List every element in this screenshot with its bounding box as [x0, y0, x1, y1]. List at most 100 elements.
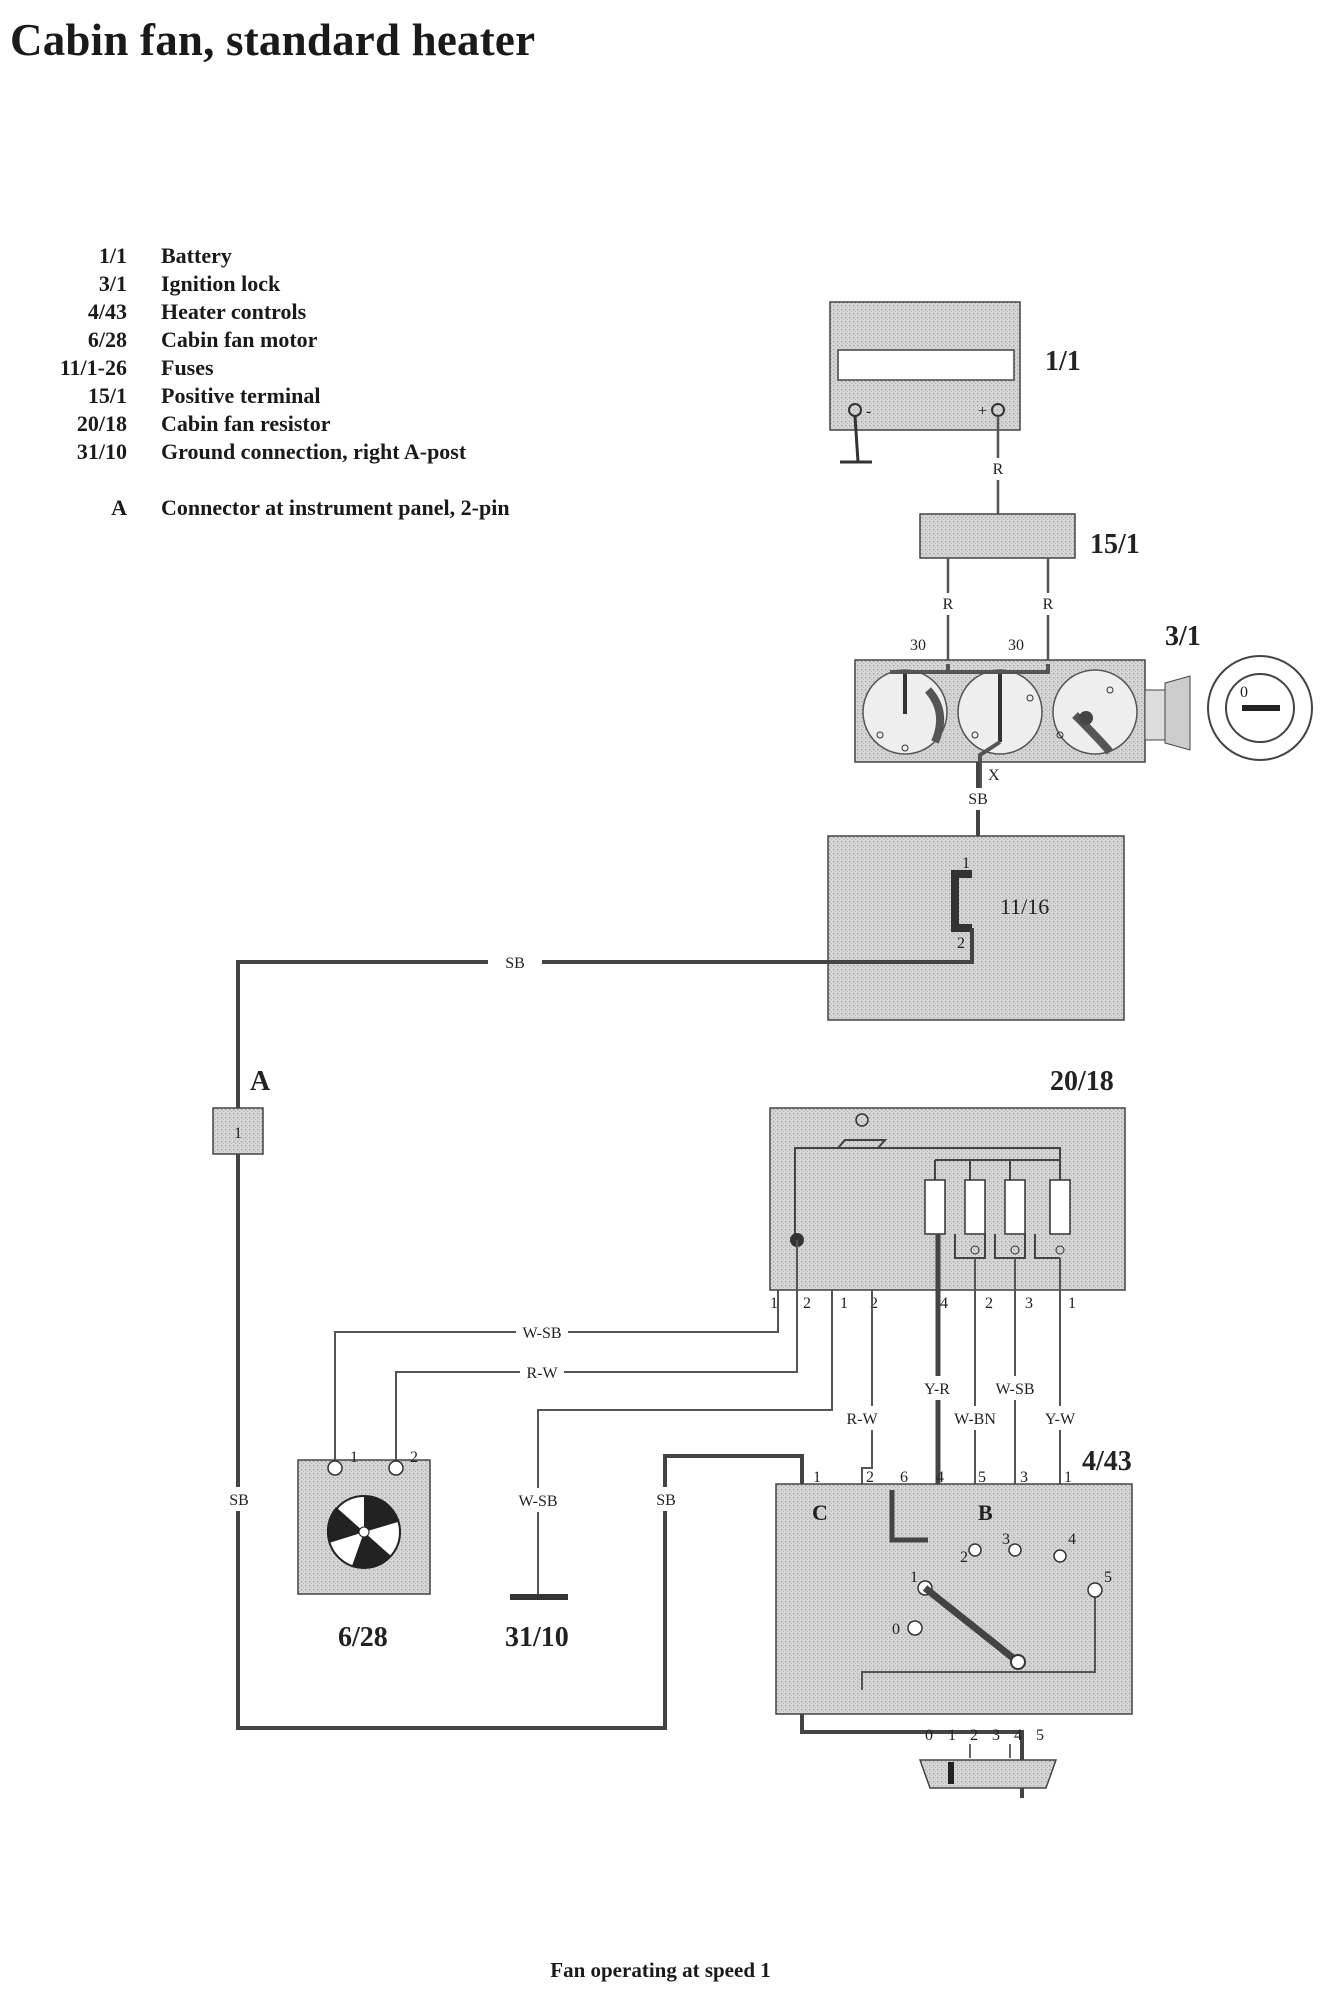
connector-pin-1: 1 [234, 1125, 242, 1142]
legend-desc: Battery [161, 243, 232, 268]
resistor-pin: 2 [870, 1295, 878, 1312]
wire-label-bg [224, 1487, 254, 1511]
legend-desc: Heater controls [161, 299, 307, 324]
ground-label: 31/10 [505, 1622, 569, 1653]
fuse-pin-2: 2 [957, 935, 965, 952]
lock-neck [1144, 689, 1166, 741]
position-4: 4 [1014, 1727, 1022, 1744]
wire-label-r: R [993, 461, 1004, 478]
lock-collar [1164, 675, 1191, 751]
position-2: 2 [970, 1727, 978, 1744]
legend-code: 6/28 [87, 327, 127, 352]
cabin-fan-resistor [769, 1107, 1126, 1291]
minus-sign: - [866, 403, 871, 420]
thermal-fuse-icon [855, 1113, 869, 1127]
heater-controls-label: 4/43 [1082, 1446, 1132, 1477]
contact-label-5: 5 [1104, 1569, 1112, 1586]
legend-code: 15/1 [87, 383, 127, 408]
connector-a-label: A [250, 1066, 271, 1097]
resistor-pin: 2 [985, 1295, 993, 1312]
control-pin: 4 [936, 1469, 944, 1486]
wire-label-r: R [1043, 596, 1054, 613]
wire-label-bg [846, 1406, 890, 1430]
wire-label-bg [520, 1360, 564, 1384]
fan-motor-label: 6/28 [338, 1622, 388, 1653]
wire-label-bg [964, 788, 992, 810]
wire-label-bg [990, 1376, 1040, 1400]
selector-pivot [1010, 1654, 1026, 1670]
page-title: Cabin fan, standard heater [10, 15, 536, 65]
wire-label-bg [651, 1487, 681, 1511]
wire-label-y-w: Y-W [1045, 1411, 1076, 1428]
diagram-caption: Fan operating at speed 1 [550, 1958, 771, 1982]
wire-label-bg [512, 1488, 564, 1512]
motor-pin-2: 2 [410, 1449, 418, 1466]
wire-label-sb: SB [656, 1492, 676, 1509]
switch-terminal [901, 744, 909, 752]
wire-label-r-w: R-W [846, 1411, 878, 1428]
key-position-zero: 0 [1240, 684, 1248, 701]
legend-code: A [111, 495, 127, 520]
wire-label-bg [488, 950, 542, 974]
resistor-tap-icon [1055, 1245, 1065, 1255]
ground-symbol-icon [510, 1594, 568, 1600]
wire-label-w-sb: W-SB [518, 1493, 557, 1510]
resistor-pin: 1 [840, 1295, 848, 1312]
control-pin: 6 [900, 1469, 908, 1486]
knob-pointer-icon [948, 1762, 954, 1784]
switch-terminal [1106, 686, 1114, 694]
wire-label-sb: SB [229, 1492, 249, 1509]
control-contact-5 [1087, 1582, 1103, 1598]
resistor-links [934, 1159, 1060, 1180]
selector-arm [922, 1585, 1021, 1665]
switch-pivot [1079, 711, 1093, 725]
position-5: 5 [1036, 1727, 1044, 1744]
wire-label-sb: SB [968, 791, 988, 808]
legend-desc: Positive terminal [161, 383, 321, 408]
resistor-bus [794, 1139, 1061, 1238]
motor-pin-1: 1 [350, 1449, 358, 1466]
resistor-tap-icon [1010, 1245, 1020, 1255]
contact-label-1: 1 [910, 1569, 918, 1586]
resistor-element [1004, 1179, 1026, 1235]
ignition-lock-3-1: 0 [854, 655, 1313, 763]
control-pin: 5 [978, 1469, 986, 1486]
wire-label-bg [939, 593, 957, 615]
wire-label-sb: SB [505, 955, 525, 972]
resistor-taps [954, 1234, 1060, 1259]
motor-terminal-2 [388, 1460, 404, 1476]
contact-label-2: 2 [960, 1549, 968, 1566]
legend-code: 4/43 [87, 299, 127, 324]
switch-disc [1052, 669, 1138, 755]
heater-controls [775, 1483, 1133, 1715]
control-contact-4 [1053, 1549, 1067, 1563]
legend-desc: Cabin fan motor [161, 327, 318, 352]
resistor-element [1049, 1179, 1071, 1235]
legend-desc: Cabin fan resistor [161, 411, 331, 436]
switch-terminal [971, 731, 979, 739]
control-contact-0 [907, 1620, 923, 1636]
legend-desc: Ground connection, right A-post [161, 439, 467, 464]
internal-link-6-4 [889, 1490, 928, 1543]
wire-label-bg [1038, 1406, 1082, 1430]
contact-label-4: 4 [1068, 1531, 1076, 1548]
wire-label-y-r: Y-R [924, 1381, 950, 1398]
control-pin: 2 [866, 1469, 874, 1486]
switch-terminal [1026, 694, 1034, 702]
wire-label-bg [950, 1406, 1000, 1430]
terminal-30-right: 30 [1008, 637, 1024, 654]
fan-icon [326, 1495, 401, 1569]
control-pin: 1 [1064, 1469, 1072, 1486]
wire-sb-main [236, 928, 1024, 1798]
wire-r-w-motor [395, 1240, 798, 1468]
legend-desc: Connector at instrument panel, 2-pin [161, 495, 510, 520]
legend-code: 3/1 [98, 271, 127, 296]
legend-code: 20/18 [76, 411, 127, 436]
battery-label: 1/1 [1045, 346, 1081, 377]
control-pin: 1 [813, 1469, 821, 1486]
switch-terminal [876, 731, 884, 739]
section-b-label: B [978, 1500, 993, 1525]
fan-speed-knob[interactable] [918, 1759, 1058, 1789]
legend-code: 31/10 [76, 439, 127, 464]
